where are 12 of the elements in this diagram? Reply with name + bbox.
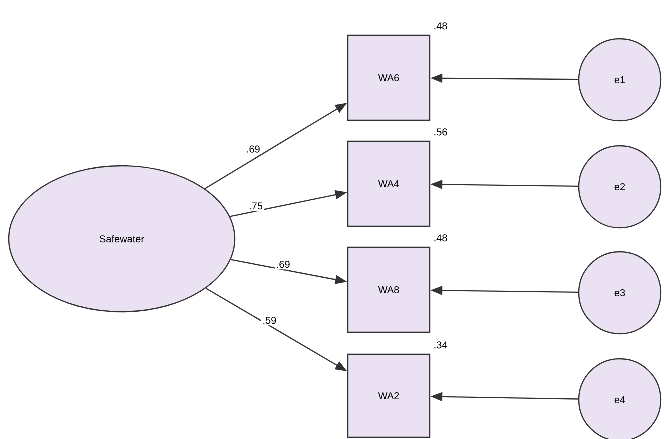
value-label: .48 bbox=[434, 234, 448, 242]
edge-label: .75 bbox=[248, 201, 264, 212]
value-label: .56 bbox=[434, 128, 448, 136]
value-label: .48 bbox=[434, 22, 448, 30]
value-label: .34 bbox=[434, 342, 448, 349]
observed-box: WA4 bbox=[347, 140, 431, 228]
observed-box: WA6 bbox=[347, 34, 431, 122]
observed-box: WA8 bbox=[347, 246, 431, 334]
edge-label: .69 bbox=[274, 260, 292, 270]
edge-label: .69 bbox=[244, 144, 262, 154]
observed-box: WA2 bbox=[347, 354, 431, 438]
edge-label: .59 bbox=[261, 316, 278, 326]
